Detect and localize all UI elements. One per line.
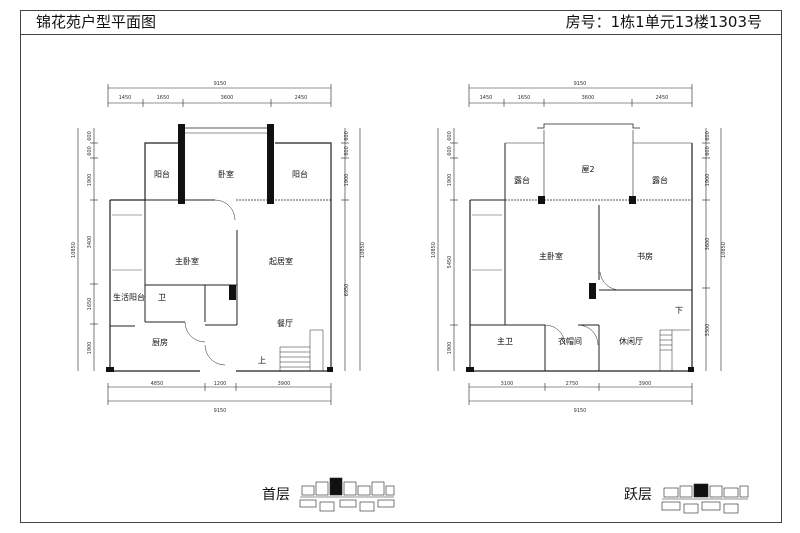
room-label: 卫 — [158, 293, 166, 302]
svg-text:1650: 1650 — [518, 95, 531, 101]
svg-text:4850: 4850 — [151, 381, 164, 387]
floor-label-upper: 跃层 — [624, 487, 652, 503]
svg-text:600: 600 — [705, 131, 711, 141]
svg-text:1900: 1900 — [447, 342, 453, 355]
room-label: 休闲厅 — [619, 336, 643, 346]
svg-text:600: 600 — [87, 131, 93, 141]
svg-text:1900: 1900 — [87, 174, 93, 187]
drawing-frame — [20, 10, 782, 523]
room-label: 衣帽间 — [558, 336, 582, 346]
room-label: 主卫 — [497, 336, 513, 346]
svg-text:1200: 1200 — [214, 381, 227, 387]
svg-text:3400: 3400 — [87, 236, 93, 249]
svg-text:1450: 1450 — [119, 95, 132, 101]
svg-text:9150: 9150 — [214, 408, 227, 414]
svg-text:1900: 1900 — [447, 174, 453, 187]
svg-text:2450: 2450 — [656, 95, 669, 101]
svg-text:9150: 9150 — [214, 81, 227, 87]
header-rule — [20, 34, 782, 35]
room-label: 露台 — [652, 175, 668, 185]
upper-floor-room-labels: 露台 屋2 露台 主卧室 书房 主卫 衣帽间 休闲厅 下 — [497, 165, 683, 346]
svg-text:3600: 3600 — [221, 95, 234, 101]
room-label: 阳台 — [292, 169, 308, 179]
svg-text:2750: 2750 — [566, 381, 579, 387]
room-label: 书房 — [637, 251, 653, 261]
svg-text:5450: 5450 — [447, 256, 453, 269]
svg-text:1900: 1900 — [705, 174, 711, 187]
first-floor-dim-text: 9150 1450 1650 3600 2450 4850 1200 3900 … — [71, 81, 366, 414]
svg-text:1900: 1900 — [87, 342, 93, 355]
svg-text:600: 600 — [87, 146, 93, 156]
upper-floor-dim-text: 9150 1450 1650 3600 2450 3100 2750 3900 … — [431, 81, 727, 414]
room-label: 主卧室 — [539, 251, 563, 261]
svg-text:3600: 3600 — [705, 238, 711, 251]
svg-text:1650: 1650 — [87, 298, 93, 311]
room-label: 厨房 — [152, 337, 168, 347]
room-label: 起居室 — [269, 256, 293, 266]
room-label: 餐厅 — [277, 319, 293, 328]
svg-text:1450: 1450 — [480, 95, 493, 101]
floor-label-first: 首层 — [262, 487, 290, 503]
room-label: 屋2 — [581, 165, 594, 174]
page-title: 锦花苑户型平面图 — [36, 13, 157, 31]
svg-text:9150: 9150 — [574, 408, 587, 414]
svg-text:600: 600 — [344, 131, 350, 141]
svg-text:10850: 10850 — [431, 242, 437, 258]
svg-text:3900: 3900 — [278, 381, 291, 387]
room-label: 露台 — [514, 175, 530, 185]
svg-text:3600: 3600 — [582, 95, 595, 101]
first-floor-room-labels: 阳台 卧室 阳台 主卧室 起居室 生活阳台 卫 餐厅 厨房 上 — [113, 169, 308, 365]
svg-text:6950: 6950 — [344, 284, 350, 297]
first-floor-key-plan — [299, 477, 395, 512]
svg-text:1650: 1650 — [157, 95, 170, 101]
room-label: 下 — [675, 306, 683, 315]
room-label: 上 — [258, 356, 266, 365]
svg-text:1900: 1900 — [344, 174, 350, 187]
svg-text:600: 600 — [705, 146, 711, 156]
svg-text:3900: 3900 — [639, 381, 652, 387]
svg-text:2450: 2450 — [295, 95, 308, 101]
svg-text:9150: 9150 — [574, 81, 587, 87]
room-label: 生活阳台 — [113, 292, 145, 302]
svg-text:600: 600 — [447, 146, 453, 156]
svg-text:600: 600 — [344, 146, 350, 156]
svg-text:10850: 10850 — [721, 242, 727, 258]
svg-text:3300: 3300 — [705, 324, 711, 337]
first-floor-plan — [77, 84, 361, 405]
unit-number: 房号：1栋1单元13楼1303号 — [565, 13, 762, 31]
room-label: 主卧室 — [175, 256, 199, 266]
room-label: 阳台 — [154, 169, 170, 179]
svg-text:3100: 3100 — [501, 381, 514, 387]
svg-text:10850: 10850 — [71, 242, 77, 258]
upper-floor-key-plan — [661, 483, 749, 514]
upper-floor-plan — [437, 84, 722, 405]
svg-text:600: 600 — [447, 131, 453, 141]
room-label: 卧室 — [218, 169, 234, 179]
svg-text:10850: 10850 — [360, 242, 366, 258]
